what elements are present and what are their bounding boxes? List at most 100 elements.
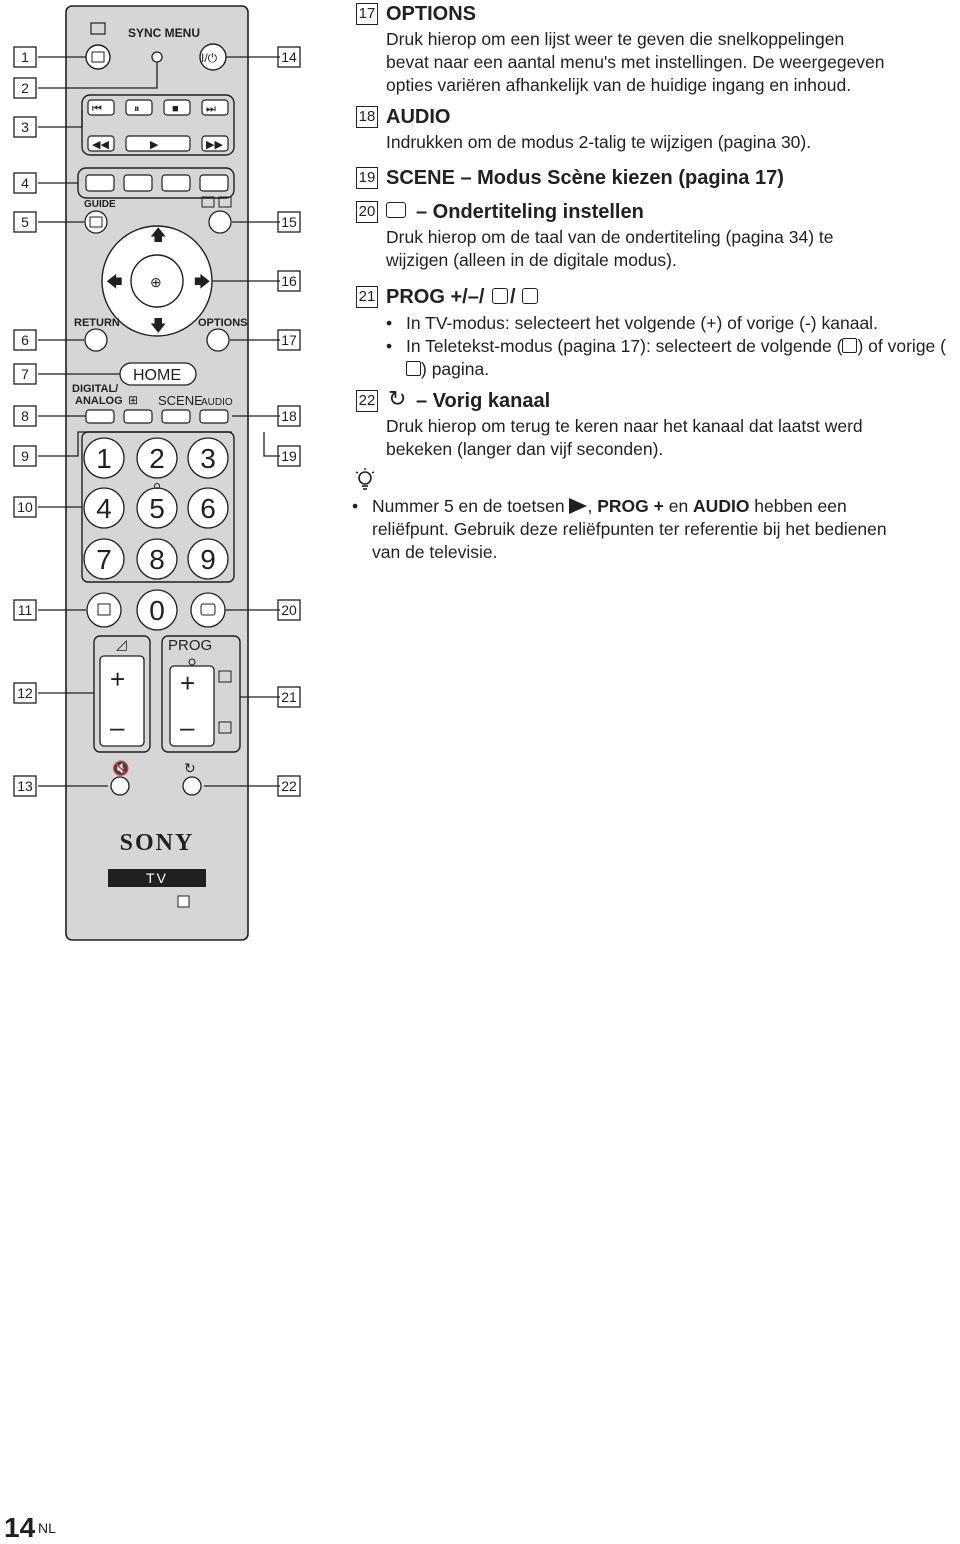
svg-text:⊞: ⊞: [128, 393, 138, 407]
callout-box: [13, 405, 37, 427]
bullet-item: •In Teletekst-modus (pagina 17): selecte…: [386, 336, 946, 379]
callout-number: 16: [281, 273, 297, 289]
twin-picture-icon: [90, 22, 106, 35]
color-buttons: [85, 174, 229, 192]
tactile-dot: [154, 483, 160, 489]
section-body: Druk hierop om terug te keren naar het k…: [386, 416, 863, 459]
options-label: OPTIONS: [198, 317, 248, 329]
tv-badge: [108, 869, 206, 887]
audio-label: AUDIO: [201, 397, 233, 408]
sync-menu-label: SYNC MENU: [128, 26, 200, 40]
svg-text:🡄: 🡄: [106, 273, 123, 291]
number-key: [136, 589, 178, 631]
number-key-label: 1: [96, 443, 112, 474]
number-key-label: 0: [149, 595, 165, 626]
number-key-label: 8: [149, 544, 165, 575]
prog-label: PROG: [168, 637, 212, 654]
prog-rocker: [169, 665, 215, 747]
teletext-button: [86, 592, 122, 628]
svg-text:▶: ▶: [150, 139, 159, 151]
section-title: – Ondertiteling instellen: [416, 201, 644, 223]
callout-box: [13, 329, 37, 351]
callout-number: 11: [18, 602, 33, 618]
section-number: 22: [356, 390, 378, 412]
section-body: Druk hierop om de taal van de ondertitel…: [386, 227, 834, 270]
svg-text:🡅: 🡅: [150, 227, 166, 244]
number-key: [83, 487, 125, 529]
section-title: OPTIONS: [386, 3, 477, 25]
options-button: [206, 328, 230, 352]
color-buttons-group: [77, 167, 235, 199]
number-key-label: 9: [200, 544, 216, 575]
callout-number: 1: [21, 49, 29, 65]
input-button: [85, 44, 111, 70]
number-key-label: 5: [149, 493, 165, 524]
svg-text:↻: ↻: [184, 760, 196, 776]
callout-number: 22: [281, 778, 297, 794]
svg-text:▶▶: ▶▶: [206, 139, 223, 151]
callout-number: 3: [21, 119, 29, 135]
number-key-label: 6: [200, 493, 216, 524]
section-title: – Vorig kanaal: [416, 390, 551, 412]
callout-number: 7: [21, 366, 29, 382]
svg-text:🔇: 🔇: [112, 760, 129, 777]
transport-buttons: [87, 99, 229, 152]
section-title: SCENE – Modus Scène kiezen (pagina 17): [386, 167, 784, 189]
info-button: [208, 210, 232, 234]
transport-group: [81, 94, 235, 156]
mute-button: [110, 776, 130, 796]
callout-number: 17: [281, 332, 297, 348]
section-number: 18: [356, 106, 378, 128]
number-key: [136, 437, 178, 479]
callout-number: 18: [281, 408, 297, 424]
number-key-label: 7: [96, 544, 112, 575]
prog-group: [161, 635, 241, 753]
section-number: 17: [356, 3, 378, 25]
callout-number: 15: [281, 214, 297, 230]
callout-number: 2: [21, 80, 29, 96]
return-button: [84, 328, 108, 352]
sony-logo: SONY: [120, 830, 195, 856]
callout-box: [13, 211, 37, 233]
svg-text:⏭: ⏭: [206, 103, 216, 115]
jump-icon: ↻: [388, 386, 407, 411]
svg-text:🡆: 🡆: [194, 273, 211, 291]
digital-analog-label-2: ANALOG: [75, 395, 123, 407]
number-key-label: 2: [149, 443, 165, 474]
language-code: NL: [38, 1520, 56, 1536]
teletext-next-icon: [492, 288, 508, 304]
svg-text:◀◀: ◀◀: [92, 139, 109, 151]
lightbulb-icon: [355, 468, 375, 490]
callout-number: 21: [281, 689, 297, 705]
number-key: [187, 437, 229, 479]
callout-box: [13, 496, 37, 518]
callout-box: [13, 775, 37, 797]
play-icon: [569, 498, 588, 514]
callout-box: [13, 172, 37, 194]
volume-rocker: [99, 655, 145, 747]
page-number: 14: [4, 1512, 36, 1543]
number-key-label: 4: [96, 493, 112, 524]
callout-box: [13, 77, 37, 99]
power-button: [199, 43, 227, 71]
number-key: [187, 538, 229, 580]
svg-text:+: +: [110, 664, 125, 694]
section-body: Indrukken om de modus 2-talig te wijzige…: [386, 132, 812, 152]
home-label: HOME: [133, 367, 181, 384]
section-number: 19: [356, 167, 378, 189]
callout-box: [13, 363, 37, 385]
svg-text:⏮: ⏮: [92, 103, 102, 115]
callout-number: 19: [281, 448, 297, 464]
svg-text:+: +: [180, 668, 195, 698]
callout-number: 10: [17, 499, 33, 515]
svg-text:–: –: [110, 712, 125, 742]
callout-box: [13, 116, 37, 138]
sync-menu-button: [151, 51, 163, 63]
number-key: [187, 487, 229, 529]
tv-label: TV: [146, 870, 168, 886]
callout-number: 5: [21, 214, 29, 230]
callout-number: 12: [17, 685, 33, 701]
svg-text:–: –: [180, 712, 195, 742]
